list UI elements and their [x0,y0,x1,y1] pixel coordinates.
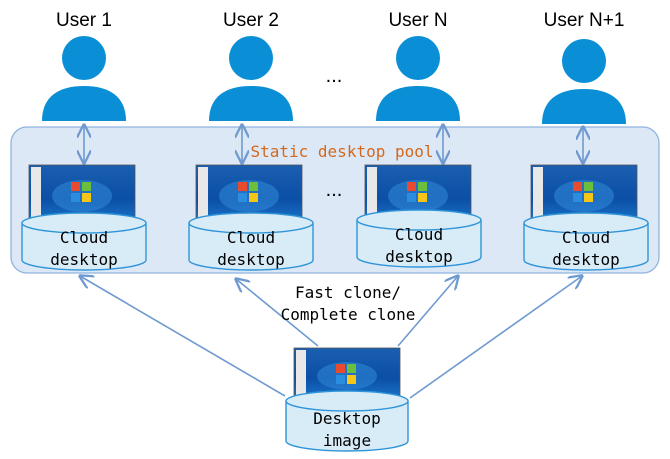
cloud-desktop-3: Cloud desktop [356,209,482,268]
desktop-image: Desktop image [285,390,409,452]
user-label: User 2 [223,10,279,31]
pool-title: Static desktop pool [250,142,433,161]
user-1: User 1 [42,10,126,121]
clone-arrow-4 [409,276,582,399]
users-ellipsis: ... [326,65,343,87]
clone-arrow-3 [397,276,458,347]
cloud-desktop-2: Cloud desktop [188,212,314,271]
cloud-desktop-label-line2: desktop [385,247,452,266]
user-label: User N+1 [544,10,625,31]
user-n-plus-1: User N+1 [542,10,626,124]
cloud-desktop-label-line2: desktop [217,250,284,269]
pool-ellipsis: ... [326,179,343,201]
clone-arrow-1 [80,276,286,397]
user-desktop-arrows [84,125,583,163]
clone-arrows [80,276,582,399]
user-n: User N [376,10,460,121]
user-label: User 1 [56,10,112,31]
cloud-desktop-label-line1: Cloud [562,228,610,247]
cloud-desktop-label-line1: Cloud [60,228,108,247]
user-label: User N [388,10,447,31]
clone-label-line2: Complete clone [281,305,416,324]
desktop-image-label-line2: image [323,431,371,450]
cloud-desktop-1: Cloud desktop [21,212,147,271]
user-silhouette-icon [376,36,460,121]
desktop-image-label-line1: Desktop [313,409,380,428]
cloud-desktop-label-line2: desktop [50,250,117,269]
cloud-desktop-4: Cloud desktop [523,212,649,271]
cloud-desktop-label-line1: Cloud [227,228,275,247]
cloud-desktop-label-line2: desktop [552,250,619,269]
clone-arrow-2 [236,279,319,347]
user-silhouette-icon [542,39,626,124]
user-silhouette-icon [42,36,126,121]
user-silhouette-icon [209,36,293,121]
clone-label-line1: Fast clone/ [295,283,401,302]
user-2: User 2 [209,10,293,121]
cloud-desktop-label-line1: Cloud [395,225,443,244]
desktop-pool-box [10,126,660,274]
